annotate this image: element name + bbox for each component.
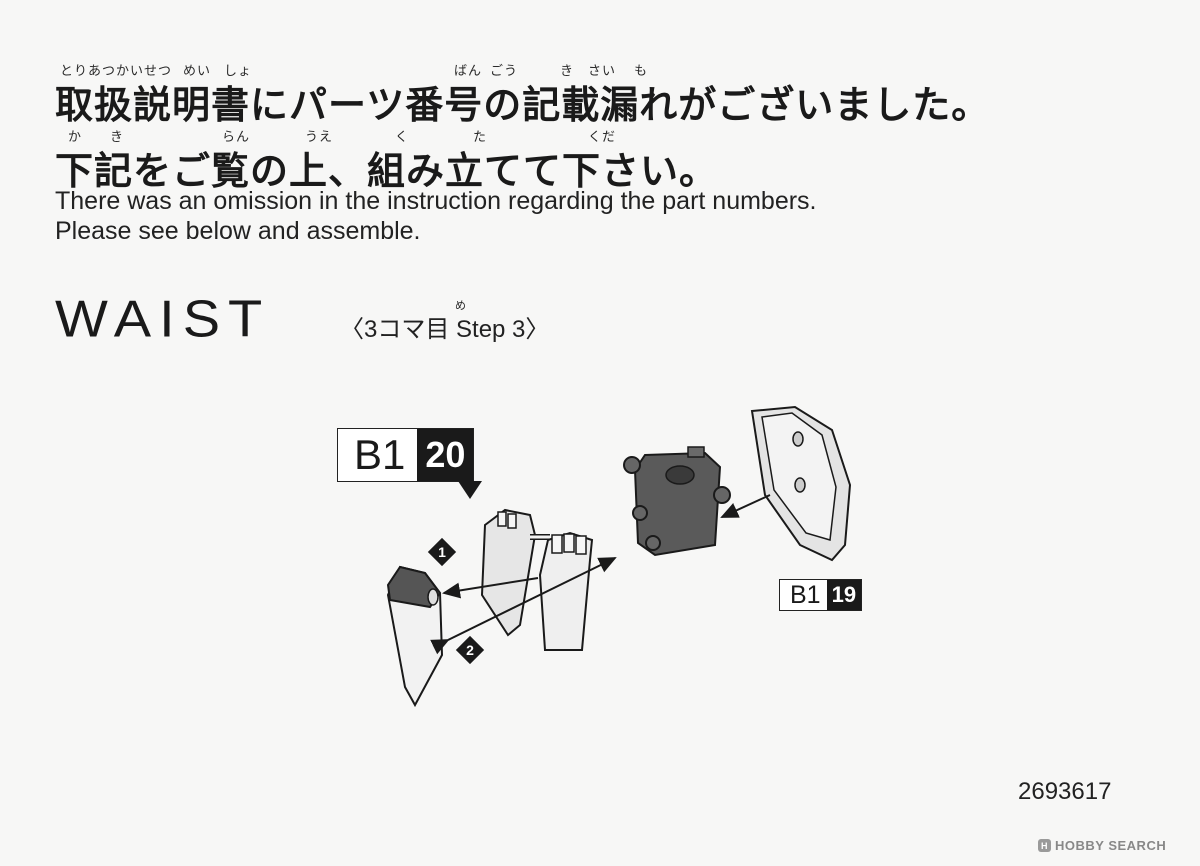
arrow-joint bbox=[720, 494, 771, 518]
waist-joint-block bbox=[623, 446, 731, 557]
arrow-step2 bbox=[430, 557, 617, 655]
ruby-ran: らん bbox=[222, 130, 251, 145]
section-title: WAIST bbox=[55, 289, 271, 348]
product-code: 2693617 bbox=[1018, 778, 1112, 805]
ruby-mei: めい bbox=[183, 64, 212, 79]
part-tag-runner: B1 bbox=[354, 431, 406, 478]
watermark-text: HOBBY SEARCH bbox=[1055, 838, 1167, 853]
tag-pointer bbox=[458, 481, 482, 499]
svg-text:1: 1 bbox=[438, 544, 446, 560]
notice-jp-line2: 下記をご覧の上、組み立てて下さい。 bbox=[55, 149, 719, 193]
part-tag-number: 19 bbox=[826, 580, 862, 610]
ruby-kuda: くだ bbox=[588, 130, 617, 145]
section-subtitle-ruby: め bbox=[455, 299, 467, 312]
section-subtitle: 〈3コマ目 Step 3〉 bbox=[340, 316, 550, 343]
part-b1-19 bbox=[750, 405, 852, 562]
ruby-ban: ばん bbox=[454, 64, 483, 79]
notice-en-line2: Please see below and assemble. bbox=[55, 217, 421, 245]
hobby-search-logo-icon: H bbox=[1038, 839, 1051, 852]
part-tag-number: 20 bbox=[417, 429, 474, 481]
notice-jp-line1: 取扱説明書にパーツ番号の記載漏れがございました。 bbox=[55, 83, 991, 127]
ruby-gou: ごう bbox=[490, 64, 519, 79]
step-1-diamond-icon: 1 bbox=[427, 537, 457, 567]
ruby-toriatsukaisetsu: とりあつかいせつ bbox=[60, 64, 173, 79]
assembly-diagram: 1 2 bbox=[386, 405, 852, 708]
step-2-diamond-icon: 2 bbox=[455, 635, 485, 665]
ruby-ki2: き bbox=[110, 130, 125, 145]
ruby-mo: も bbox=[634, 64, 649, 79]
ruby-ka: か bbox=[68, 130, 83, 145]
ruby-sho: しょ bbox=[224, 64, 253, 79]
part-tag-runner: B1 bbox=[790, 580, 821, 609]
part-tag-b1-20: B1 20 bbox=[337, 428, 475, 482]
part-tag-b1-19: B1 19 bbox=[779, 579, 863, 611]
ruby-sai: さい bbox=[588, 64, 617, 79]
ruby-ta: た bbox=[473, 130, 488, 145]
notice-en-line1: There was an omission in the instruction… bbox=[55, 187, 817, 215]
svg-text:2: 2 bbox=[466, 642, 474, 658]
ruby-ue: うえ bbox=[305, 130, 334, 145]
ruby-ku: く bbox=[395, 130, 410, 145]
watermark: H HOBBY SEARCH bbox=[1038, 838, 1166, 853]
ruby-ki: き bbox=[560, 64, 575, 79]
waist-side-armor-part bbox=[386, 565, 444, 708]
